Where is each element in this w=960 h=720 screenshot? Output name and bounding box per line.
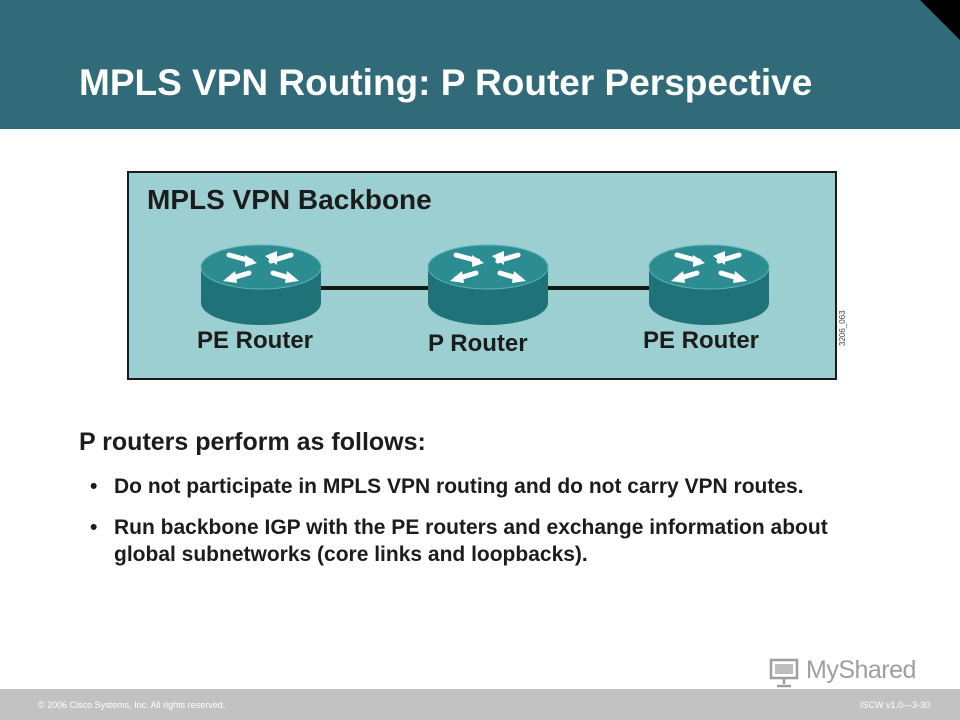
bullet-text: Do not participate in MPLS VPN routing a… <box>114 475 804 498</box>
lead-text: P routers perform as follows: <box>79 428 426 456</box>
title-bar: MPLS VPN Routing: P Router Perspective <box>0 0 960 129</box>
router-label-pe-right: PE Router <box>643 327 760 354</box>
bullet-marker: • <box>90 475 98 498</box>
presentation-board-icon <box>769 658 799 688</box>
figure-id: 3206_063 <box>838 310 847 346</box>
bullet-item: • Do not participate in MPLS VPN routing… <box>90 473 890 500</box>
bullet-list: • Do not participate in MPLS VPN routing… <box>90 473 890 582</box>
p-router-icon <box>426 243 550 327</box>
backbone-diagram: MPLS VPN Backbone <box>127 171 837 380</box>
router-label-pe-left: PE Router <box>197 327 314 354</box>
bullet-text: Run backbone IGP with the PE routers and… <box>114 516 828 566</box>
watermark: MyShared <box>768 656 928 690</box>
corner-decoration <box>920 0 960 40</box>
diagram-title: MPLS VPN Backbone <box>147 184 432 215</box>
link-pe1-p <box>309 286 439 290</box>
bullet-item: • Run backbone IGP with the PE routers a… <box>90 514 890 568</box>
footer-bar: © 2006 Cisco Systems, Inc. All rights re… <box>0 689 960 720</box>
watermark-text: MyShared <box>806 656 916 684</box>
link-p-pe2 <box>534 286 664 290</box>
bullet-marker: • <box>90 516 98 539</box>
footer-copyright: © 2006 Cisco Systems, Inc. All rights re… <box>38 700 226 710</box>
router-label-p: P Router <box>428 330 528 357</box>
footer-course-ref: ISCW v1.0—3-30 <box>859 700 930 710</box>
pe-router-left-icon <box>199 243 323 327</box>
pe-router-right-icon <box>647 243 771 327</box>
slide-title: MPLS VPN Routing: P Router Perspective <box>79 62 813 103</box>
